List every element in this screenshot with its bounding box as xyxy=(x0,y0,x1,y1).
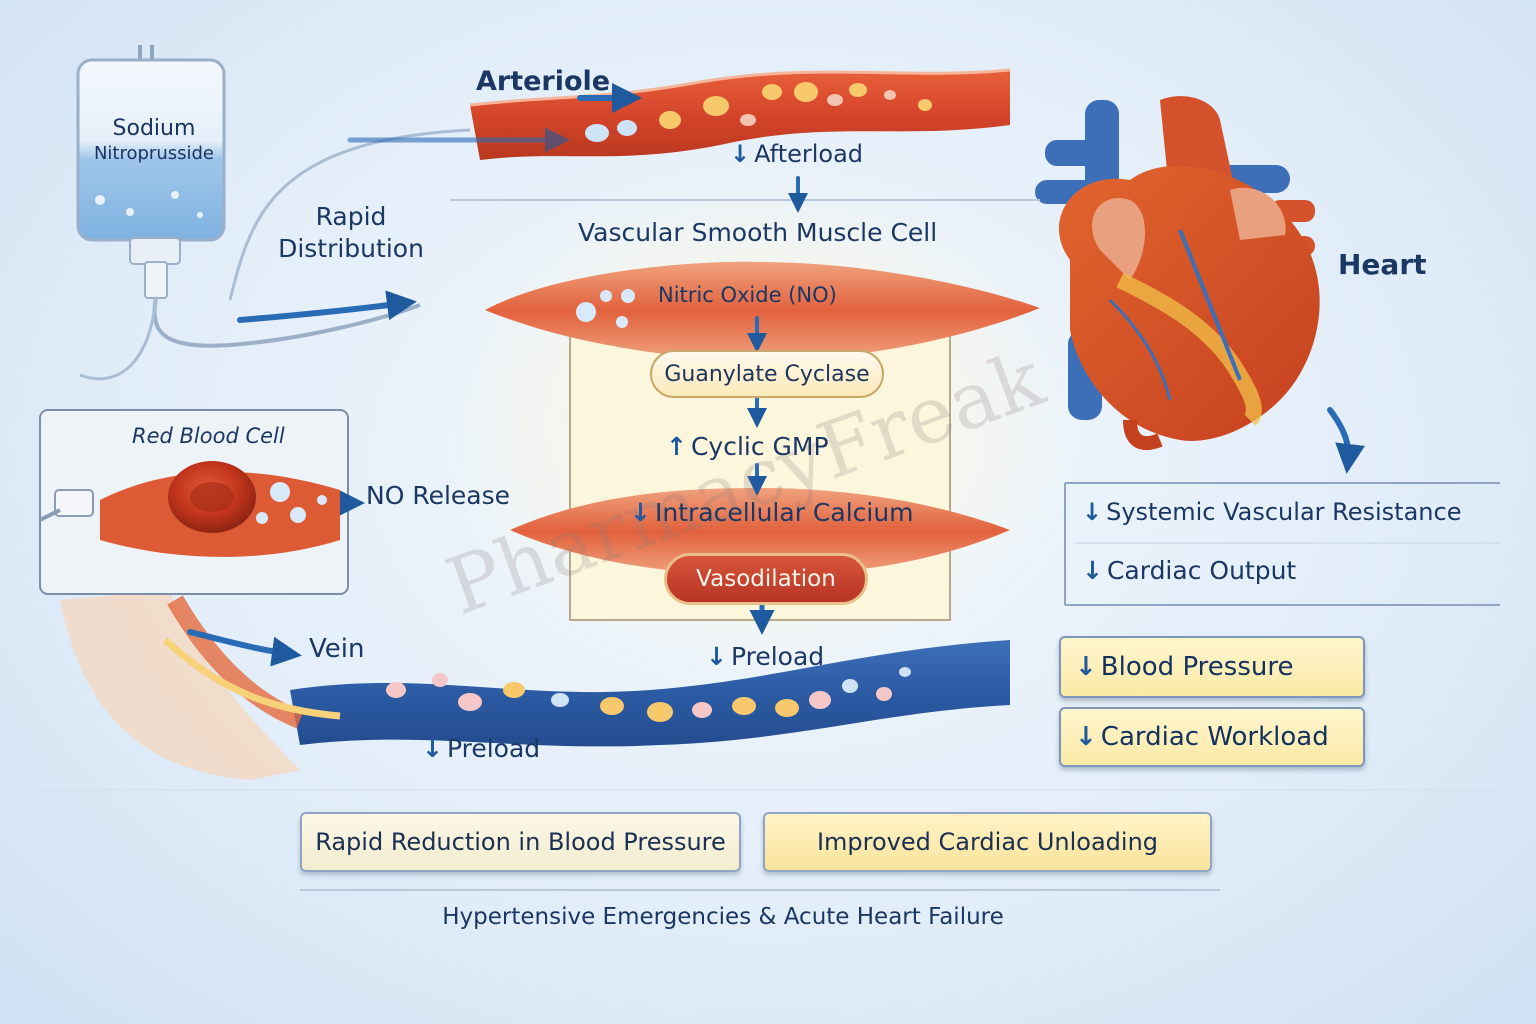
heart-label: Heart xyxy=(1338,248,1427,281)
vsmc-label: Vascular Smooth Muscle Cell xyxy=(578,218,938,247)
down-arrow-icon: ↓ xyxy=(730,140,751,168)
cardiac-output-text: Cardiac Output xyxy=(1106,556,1297,585)
nitric-oxide-label: Nitric Oxide (NO) xyxy=(658,283,837,307)
preload-vein-text: Preload xyxy=(446,734,541,763)
no-release-label: NO Release xyxy=(366,481,511,510)
down-arrow-icon: ↓ xyxy=(630,498,651,527)
guanylate-cyclase-pill: Guanylate Cyclase xyxy=(650,350,884,398)
muscle-cell-bottom xyxy=(510,488,1010,575)
down-arrow-icon: ↓ xyxy=(1075,652,1097,682)
down-arrow-icon: ↓ xyxy=(1082,498,1103,526)
preload-vein-label: ↓Preload xyxy=(422,734,540,763)
red-blood-cell-label: Red Blood Cell xyxy=(132,424,285,448)
bag-label-line1: Sodium xyxy=(112,116,196,141)
iv-tubing xyxy=(152,297,421,348)
down-arrow-icon: ↓ xyxy=(422,734,443,763)
muscle-bubbles xyxy=(576,289,635,328)
no-bubbles xyxy=(256,482,327,524)
outcome-left-box: Rapid Reduction in Blood Pressure xyxy=(300,812,741,872)
cardiac-output-effect: ↓Cardiac Output xyxy=(1082,556,1296,585)
iv-bag-icon xyxy=(76,45,226,299)
afterload-text: Afterload xyxy=(754,140,864,168)
catheter-icon xyxy=(54,489,94,517)
muscle-cell-top xyxy=(485,261,1040,360)
iv-tubing-lower xyxy=(79,297,158,381)
cardiac-workload-text: Cardiac Workload xyxy=(1100,722,1329,752)
bag-label-line2: Nitroprusside xyxy=(93,143,215,164)
rapid-distribution-line1: Rapid xyxy=(315,202,387,231)
vasodilation-pill: Vasodilation xyxy=(664,553,868,605)
down-arrow-icon: ↓ xyxy=(1082,556,1103,585)
heart-icon xyxy=(1035,96,1320,451)
svr-text: Systemic Vascular Resistance xyxy=(1106,498,1462,526)
rapid-distribution-line2: Distribution xyxy=(278,234,424,263)
svr-effect: ↓Systemic Vascular Resistance xyxy=(1082,498,1461,526)
cyclic-gmp-label: ↑Cyclic GMP xyxy=(666,432,829,461)
intracellular-calcium-label: ↓Intracellular Calcium xyxy=(630,498,914,527)
limb-shape xyxy=(60,590,300,780)
up-arrow-icon: ↑ xyxy=(666,432,687,461)
arteriole-cells xyxy=(585,82,932,142)
cardiac-workload-box: ↓Cardiac Workload xyxy=(1059,707,1365,767)
down-arrow-icon: ↓ xyxy=(706,642,727,671)
down-arrow-icon: ↓ xyxy=(1075,722,1097,752)
blood-pressure-box: ↓Blood Pressure xyxy=(1059,636,1365,698)
preload-center-label: ↓Preload xyxy=(706,642,824,671)
outcome-right-box: Improved Cardiac Unloading xyxy=(763,812,1212,872)
intracellular-calcium-text: Intracellular Calcium xyxy=(654,498,914,527)
blood-pressure-text: Blood Pressure xyxy=(1100,652,1294,682)
preload-center-text: Preload xyxy=(730,642,825,671)
vein-vessel xyxy=(290,640,1010,747)
limb-vessel-red xyxy=(167,595,304,729)
afterload-label: ↓Afterload xyxy=(730,140,863,168)
footer-caption: Hypertensive Emergencies & Acute Heart F… xyxy=(442,904,1004,930)
vein-cells xyxy=(386,667,911,722)
cyclic-gmp-text: Cyclic GMP xyxy=(690,432,829,461)
vein-label: Vein xyxy=(309,634,365,664)
limb-vessel-yellow xyxy=(162,637,341,720)
arteriole-label: Arteriole xyxy=(476,66,611,97)
